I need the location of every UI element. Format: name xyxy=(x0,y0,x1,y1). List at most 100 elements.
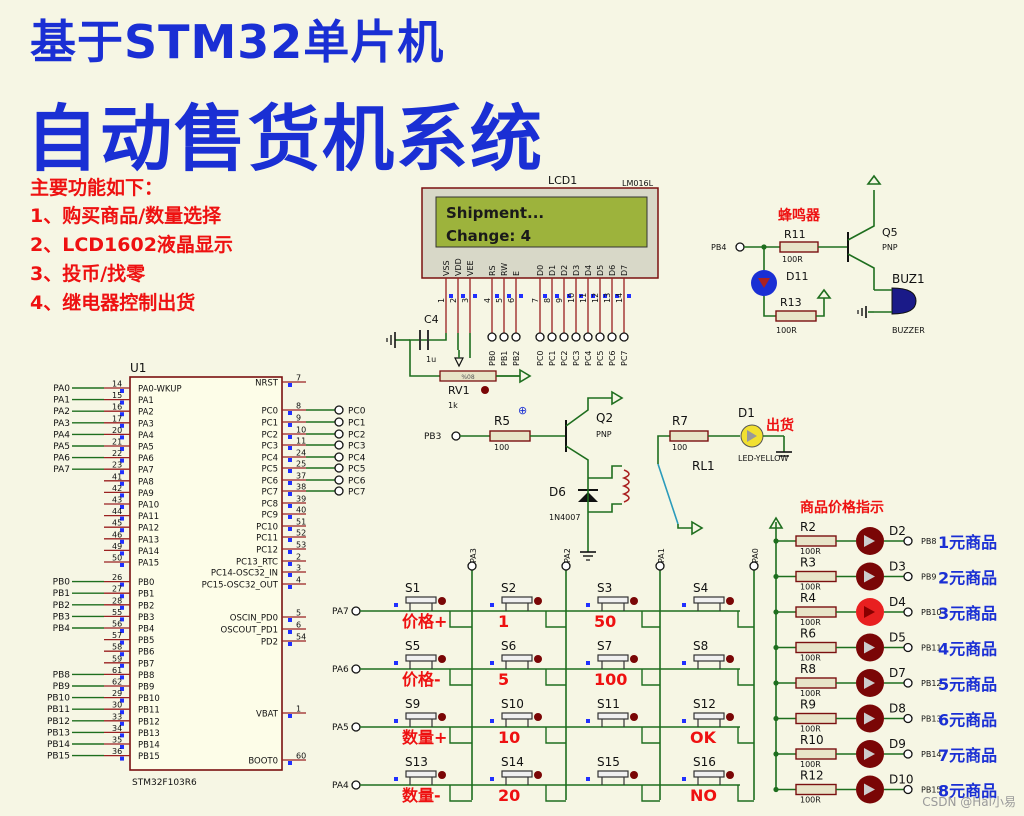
junction xyxy=(773,538,779,544)
mcu-pin-number: 30 xyxy=(112,701,122,710)
mcu-net-label: PC6 xyxy=(348,477,366,487)
relay-coil xyxy=(621,469,630,503)
r11-ref: R11 xyxy=(784,228,806,241)
key-indicator xyxy=(726,655,734,663)
key-label: 数量- xyxy=(402,786,441,805)
pin-marker xyxy=(586,719,590,723)
mcu-pin-number: 23 xyxy=(112,461,122,470)
key-button-cap xyxy=(693,712,725,720)
mcu-net-label: PC3 xyxy=(348,442,365,452)
mcu-pin-number: 5 xyxy=(296,609,301,618)
price-led-ref: D2 xyxy=(889,524,906,538)
mcu-pin-number: 16 xyxy=(112,403,122,412)
net-terminal xyxy=(334,429,344,439)
pin-marker xyxy=(288,618,292,622)
pin-marker xyxy=(120,458,124,463)
r5-body xyxy=(489,430,531,442)
mcu-pin-name: PA8 xyxy=(138,477,154,487)
key-ref: S14 xyxy=(501,755,524,769)
d11-ref: D11 xyxy=(786,270,808,283)
mcu-pin-name: PA15 xyxy=(138,559,159,569)
lcd-pin-number: 8 xyxy=(543,298,552,303)
lcd-pin-number: 10 xyxy=(567,293,576,303)
key-ref: S1 xyxy=(405,581,420,595)
key-wire xyxy=(641,727,660,744)
mcu-pin-number: 59 xyxy=(112,654,122,663)
key-indicator xyxy=(534,713,542,721)
price-net-label: PB9 xyxy=(921,573,936,582)
pin-marker xyxy=(288,630,292,634)
key-wire xyxy=(641,669,660,686)
price-led-ref: D8 xyxy=(889,702,906,716)
key-wire xyxy=(545,785,566,802)
pin-marker xyxy=(603,294,607,298)
key-ref: S4 xyxy=(693,581,708,595)
mcu-net-label: PB1 xyxy=(53,589,70,599)
key-indicator xyxy=(438,597,446,605)
r13-body xyxy=(775,310,817,322)
mcu-pin-name: PC3 xyxy=(262,442,278,452)
mcu-pin-number: 26 xyxy=(112,573,122,582)
key-ref: S2 xyxy=(501,581,516,595)
lcd-pin-name: D3 xyxy=(572,265,581,276)
price-item-label: 6元商品 xyxy=(938,711,997,730)
price-resistor-body xyxy=(795,641,837,654)
net-terminal xyxy=(749,561,759,571)
key-button-cap xyxy=(693,654,725,662)
pin-marker xyxy=(120,447,124,451)
pin-marker xyxy=(682,603,686,607)
junction xyxy=(773,786,779,793)
net-terminal xyxy=(334,475,344,485)
pin-marker xyxy=(120,652,124,657)
lcd-bus-label: PC1 xyxy=(548,351,557,367)
mcu-pin-number: 57 xyxy=(112,631,122,640)
mcu-pin-number: 4 xyxy=(296,576,301,585)
price-resistor-ref: R2 xyxy=(800,520,816,534)
key-button-cap xyxy=(501,596,533,604)
key-label: 价格- xyxy=(402,670,441,689)
lcd-bus-terminal xyxy=(499,332,509,342)
feature-heading: 主要功能如下： xyxy=(30,177,164,199)
mcu-part: STM32F103R6 xyxy=(132,778,197,788)
net-terminal xyxy=(735,242,745,252)
lcd-model: LM016L xyxy=(622,179,654,188)
power-arrow xyxy=(866,174,882,185)
mcu-pin-number: 27 xyxy=(112,585,122,594)
pin-marker xyxy=(449,294,453,298)
lcd-bus-terminal xyxy=(571,332,581,342)
mcu-pin-number: 11 xyxy=(296,437,306,446)
net-terminal xyxy=(334,486,344,496)
pin-marker xyxy=(288,481,292,485)
pin-marker xyxy=(120,745,124,749)
pin-marker xyxy=(490,603,494,607)
pin-marker xyxy=(288,538,292,542)
key-wire xyxy=(545,727,566,744)
mcu-pin-name: PA2 xyxy=(138,408,154,418)
mcu-net-label: PA7 xyxy=(53,465,70,475)
q5-type: PNP xyxy=(882,243,898,252)
price-resistor-ref: R12 xyxy=(800,769,824,783)
lcd-pin-name: VEE xyxy=(466,260,475,276)
lcd-bus-label: PB2 xyxy=(512,351,521,366)
lcd-ref: LCD1 xyxy=(548,174,577,187)
mcu-net-label: PB2 xyxy=(53,601,70,611)
net-terminal xyxy=(561,561,571,571)
lcd-pin-number: 11 xyxy=(579,293,588,303)
key-ref: S13 xyxy=(405,755,428,769)
mcu-pin-number: 35 xyxy=(112,736,122,745)
mcu-pin-number: 8 xyxy=(296,402,301,411)
lcd-pin-name: VDD xyxy=(454,258,463,276)
d6-type: 1N4007 xyxy=(549,513,580,522)
key-button-cap xyxy=(501,712,533,720)
junction xyxy=(773,609,779,615)
mcu-pin-number: 52 xyxy=(296,529,306,538)
wire xyxy=(816,298,825,317)
pin-marker xyxy=(394,603,398,607)
keypad-column-label: PA3 xyxy=(469,548,478,563)
pin-marker xyxy=(682,661,686,665)
lcd-screen xyxy=(435,196,648,248)
pin-marker xyxy=(519,294,523,298)
mcu-pin-number: 3 xyxy=(296,564,301,573)
lcd-bus-label: PC7 xyxy=(620,351,629,367)
r7-ref: R7 xyxy=(672,414,688,428)
